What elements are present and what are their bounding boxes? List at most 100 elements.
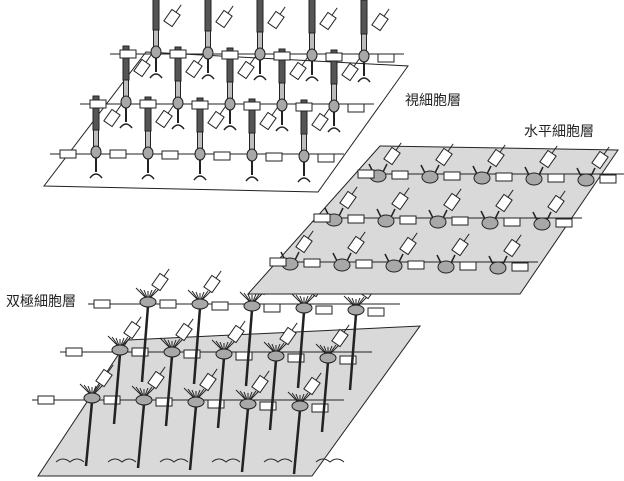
weight-box [460,262,476,270]
weight-box [140,100,156,108]
photoreceptor-soma [277,99,287,111]
input-probe [216,3,237,28]
probe-box [204,275,220,292]
horizontal-soma [482,217,498,229]
weight-box [104,396,120,404]
weight-box [316,306,332,314]
weight-box [348,215,364,223]
probe-lead [280,7,285,14]
weight-box [356,260,372,268]
horizontal-soma [578,174,594,186]
photoreceptor-outer-segment [205,0,211,31]
horizontal-soma [474,172,490,184]
weight-box [110,150,126,158]
weight-box [400,216,416,224]
photoreceptor-soma [203,47,213,59]
photoreceptor-inner-segment [206,31,211,49]
input-probe [320,5,341,30]
weight-box [244,102,260,110]
weight-box [368,308,384,316]
weight-box [38,396,54,404]
weight-box [312,404,328,412]
bipolar-soma [164,347,180,357]
bipolar-cell-layer [32,266,420,476]
bipolar-soma [240,399,256,409]
weight-box [170,50,186,58]
horizontal-soma [438,261,454,273]
horizontal-soma [378,215,394,227]
bipolar-soma [112,345,128,355]
photoreceptor-soma [121,96,131,108]
photoreceptor-inner-segment [154,30,159,48]
horizontal-soma [534,218,550,230]
weight-box [270,258,286,266]
input-probe [124,314,145,339]
bipolar-soma [268,351,284,361]
bipolar-soma [296,303,312,313]
weight-box [548,174,564,182]
weight-box [162,151,178,159]
bipolar-soma [192,299,208,309]
weight-box [160,300,176,308]
input-probe [164,2,185,27]
photoreceptor-soma [195,148,205,160]
photoreceptor-layer [44,0,408,192]
weight-box [266,153,282,161]
weight-box [512,263,528,271]
bipolar-soma [84,393,100,403]
horizontal-soma [334,259,350,271]
weight-box [304,259,320,267]
probe-lead [240,321,245,328]
probe-box [268,11,284,28]
photoreceptor-inner-segment [176,81,181,99]
weight-box [392,171,408,179]
probe-lead [292,323,297,330]
probe-lead [176,5,181,12]
weight-box [318,154,334,162]
photoreceptor-inner-segment [302,134,307,152]
photoreceptor-soma [173,97,183,109]
weight-box [314,214,330,222]
weight-box [556,219,572,227]
horizontal-soma [422,171,438,183]
photoreceptor-inner-segment [198,132,203,150]
weight-box [156,398,172,406]
horizontal-soma [386,260,402,272]
weight-box [60,150,76,158]
probe-box [152,273,168,290]
photoreceptor-soma [255,48,265,60]
probe-box [372,13,388,30]
weight-box [358,170,374,178]
weight-box [264,304,280,312]
photoreceptor-inner-segment [258,32,263,50]
weight-box [378,54,394,62]
photoreceptor-soma [359,50,369,62]
weight-box [296,103,312,111]
input-probe [372,6,393,31]
probe-lead [216,271,221,278]
photoreceptor-inner-segment [362,34,367,52]
weight-box [348,104,364,112]
probe-box [164,9,180,26]
weight-box [212,302,228,310]
photoreceptor-inner-segment [250,133,255,151]
horizontal-soma [526,173,542,185]
photoreceptor-soma [151,46,161,58]
input-probe [152,266,173,291]
weight-box [326,53,342,61]
photoreceptor-soma [225,98,235,110]
photoreceptor-layer-label: 視細胞層 [405,93,461,109]
weight-box [600,175,616,183]
input-probe [204,268,225,293]
photoreceptor-inner-segment [332,84,337,102]
photoreceptor-inner-segment [228,82,233,100]
photoreceptor-outer-segment [257,0,263,32]
input-probe [268,4,289,29]
probe-lead [332,8,337,15]
probe-box [216,10,232,27]
weight-box [496,173,512,181]
weight-box [222,51,238,59]
bipolar-soma [188,397,204,407]
weight-box [504,218,520,226]
probe-lead [164,269,169,276]
